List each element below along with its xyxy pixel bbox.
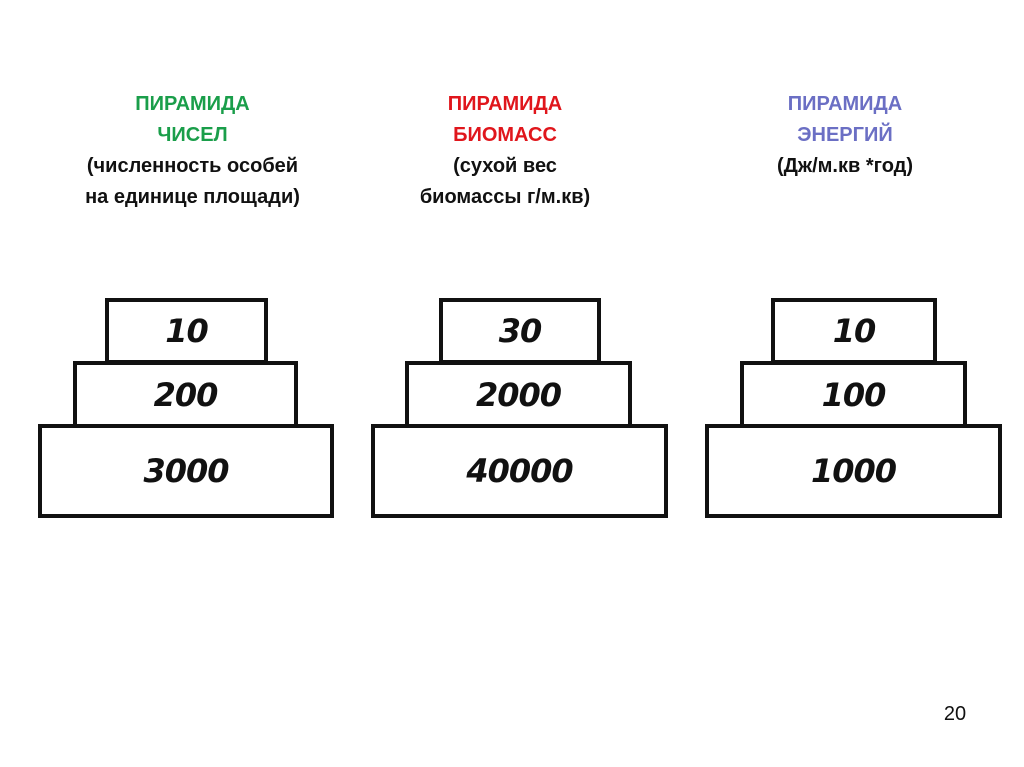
pyramid-biomass-tier-bottom: 40000 [371,424,668,518]
pyramid-energy-heading-line1: ПИРАМИДА [787,93,903,115]
pyramid-energy-title: ПИРАМИДА ЭНЕРГИЙ (Дж/м.кв *год) [705,89,985,182]
pyramid-biomass-title: ПИРАМИДА БИОМАСС (сухой вес биомассы г/м… [360,89,650,213]
pyramid-numbers-tier-top: 10 [105,298,268,364]
pyramid-numbers-title: ПИРАМИДА ЧИСЕЛ (численность особей на ед… [30,89,355,213]
pyramid-biomass-subtitle-line1: (сухой вес [453,155,557,177]
pyramid-numbers-subtitle-line1: (численность особей [86,155,299,177]
pyramid-energy-tier-bottom: 1000 [705,424,1002,518]
pyramid-energy-tier-middle: 100 [740,361,967,428]
pyramid-biomass-tier-top: 30 [439,298,601,364]
pyramid-energy-tier-top: 10 [771,298,937,364]
pyramid-numbers-heading-line1: ПИРАМИДА [135,93,250,115]
pyramid-numbers-subtitle-line2: на единице площади) [85,186,300,208]
pyramid-biomass-tier-middle: 2000 [405,361,632,428]
pyramid-energy-heading-line2: ЭНЕРГИЙ [797,124,893,146]
pyramid-energy-subtitle-line1: (Дж/м.кв *год) [776,155,913,177]
pyramid-biomass-heading-line1: ПИРАМИДА [447,93,563,115]
pyramid-biomass-subtitle-line2: биомассы г/м.кв) [419,186,591,208]
pyramid-biomass-heading-line2: БИОМАСС [453,124,557,146]
pyramid-numbers-heading-line2: ЧИСЕЛ [157,124,228,146]
pyramid-numbers-tier-bottom: 3000 [38,424,334,518]
page-number: 20 [943,703,967,725]
pyramid-numbers-tier-middle: 200 [73,361,298,428]
